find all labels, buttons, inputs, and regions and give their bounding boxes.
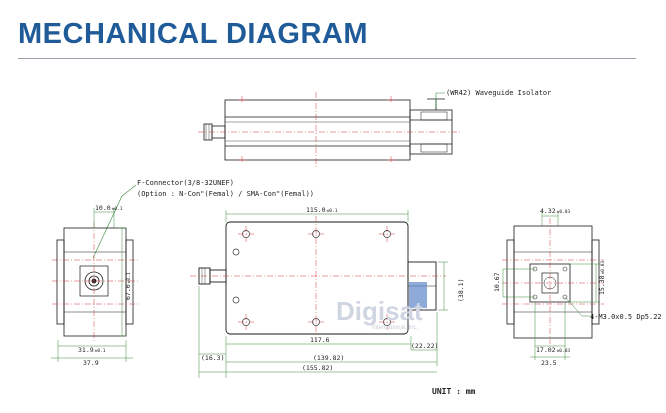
left-view bbox=[56, 227, 134, 337]
left-dim-top: 10.0±0.1 bbox=[95, 204, 123, 212]
right-view-body bbox=[513, 225, 593, 339]
front-dim-inner: 117.6 bbox=[310, 336, 330, 344]
front-dim-left-offset: (16.3) bbox=[201, 354, 224, 362]
left-dim-bottom-b: 37.9 bbox=[83, 359, 99, 367]
front-view-centerlines bbox=[190, 216, 446, 340]
top-view-hole-marks bbox=[238, 99, 395, 161]
right-dim-left: 10.67 bbox=[493, 272, 501, 292]
right-dim-bottom-a: 17.02±0.03 bbox=[536, 346, 570, 354]
title-divider bbox=[18, 58, 636, 59]
front-dim-overall-a: (139.82) bbox=[313, 354, 344, 362]
unit-label: UNIT : mm bbox=[432, 387, 476, 396]
left-view-dimensions bbox=[51, 208, 133, 362]
right-dim-top: 4.32±0.03 bbox=[540, 207, 570, 215]
watermark-logo: Digisat International, Inc. bbox=[336, 282, 427, 331]
top-view-centerlines bbox=[198, 92, 460, 168]
left-dim-bottom-a: 31.9±0.1 bbox=[78, 346, 106, 354]
right-view bbox=[506, 225, 600, 339]
isolator-callout: (WR42) Waveguide Isolator bbox=[446, 89, 551, 97]
front-dim-flange-height: (38.1) bbox=[457, 279, 465, 302]
front-view bbox=[198, 221, 437, 335]
connector-callout-line2: (Option : N-Con"(Femal) / SMA-Con"(Femal… bbox=[137, 190, 314, 198]
front-view-dimensions bbox=[198, 210, 448, 378]
left-view-centerlines bbox=[52, 222, 138, 342]
right-dim-bottom-b: 23.5 bbox=[541, 359, 557, 367]
right-view-dimensions bbox=[502, 212, 600, 360]
watermark-brand: Digisat bbox=[336, 296, 423, 326]
right-view-centerlines bbox=[502, 218, 604, 344]
top-view-body bbox=[224, 99, 411, 161]
screw-callout: 4-M3.0x0.5 Dp5.22 bbox=[590, 313, 662, 321]
left-dim-height: 67.0±0.1 bbox=[124, 272, 132, 300]
right-dim-right: 15.38±0.03 bbox=[598, 261, 606, 295]
page-title: MECHANICAL DIAGRAM bbox=[18, 18, 369, 50]
top-view bbox=[203, 98, 453, 161]
front-dim-flange-width: (22.22) bbox=[411, 342, 438, 350]
front-dim-top: 115.0±0.1 bbox=[306, 206, 338, 214]
watermark-subtitle: International, Inc. bbox=[372, 325, 418, 331]
isolator-leader bbox=[435, 92, 445, 107]
connector-leader bbox=[92, 184, 137, 259]
front-dim-overall-b: (155.82) bbox=[302, 364, 333, 372]
connector-callout-line1: F-Connector(3/8-32UNEF) bbox=[137, 179, 234, 187]
